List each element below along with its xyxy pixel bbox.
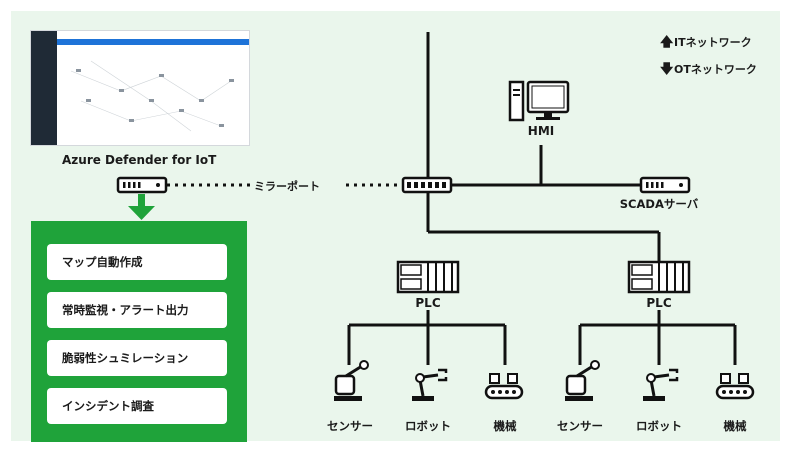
feature-card: インシデント調査 [47,388,227,424]
feature-card: 脆弱性シュミレーション [47,340,227,376]
feature-card: マップ自動作成 [47,244,227,280]
legend-ot-label: OTネットワーク [674,63,757,76]
device-label: 機械 [493,419,517,433]
desktop-computer-icon [508,80,570,122]
plc-icon [396,260,460,294]
screenshot-toolbar [57,39,249,45]
network-sensor-icon [116,176,168,194]
feature-label: 脆弱性シュミレーション [62,351,189,365]
plc-right-label: PLC [646,296,672,310]
defender-dashboard-screenshot [30,30,250,146]
feature-card: 常時監視・アラート出力 [47,292,227,328]
device-label: センサー [327,419,373,433]
mirror-port-label: ミラーポート [254,180,320,193]
scada-label: SCADAサーバ [619,197,699,211]
feature-label: マップ自動作成 [62,255,143,269]
robot-arm-icon [412,368,448,401]
legend-it: 🡅ITネットワーク [660,33,752,55]
plc-icon [627,260,691,294]
feature-label: インシデント調査 [62,399,154,413]
conveyor-icon [484,373,524,400]
conveyor-icon [715,373,755,400]
sensor-icon [565,360,600,401]
network-switch-icon [401,176,453,194]
hmi-label: HMI [527,124,555,138]
screenshot-header [57,31,249,36]
device-label: センサー [557,419,603,433]
sensor-icon [334,360,369,401]
device-label: ロボット [405,419,451,433]
arrow-down-green-icon [128,194,155,220]
legend-ot: 🡇OTネットワーク [660,60,757,82]
robot-arm-icon [643,368,679,401]
feature-label: 常時監視・アラート出力 [62,303,189,317]
defender-title: Azure Defender for IoT [62,153,217,167]
arrow-down-icon: 🡇 [660,62,674,77]
server-icon [639,176,691,194]
plc-left-label: PLC [415,296,441,310]
arrow-up-icon: 🡅 [660,35,674,50]
device-label: ロボット [636,419,682,433]
device-label: 機械 [723,419,747,433]
screenshot-map [70,60,234,132]
legend-it-label: ITネットワーク [674,36,752,49]
screenshot-sidebar [31,31,57,145]
